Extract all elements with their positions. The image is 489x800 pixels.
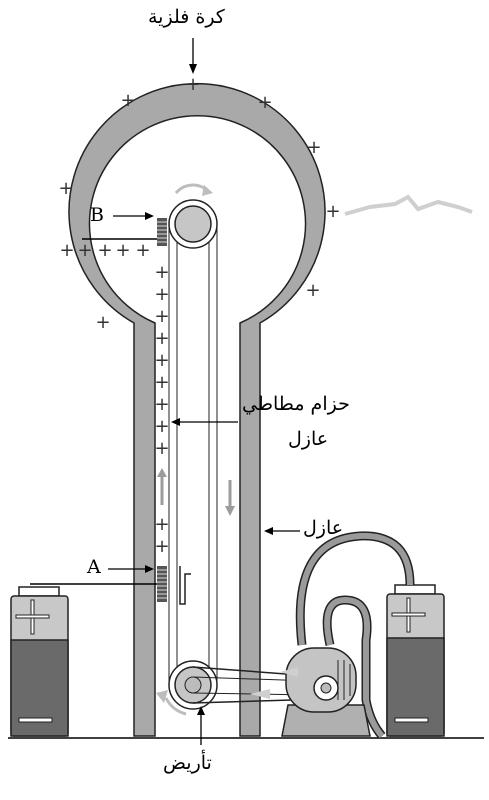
charge-plus: + xyxy=(154,350,169,371)
pointer-arrows xyxy=(108,38,300,745)
brush-a-teeth xyxy=(157,569,167,599)
arrowhead xyxy=(171,418,180,426)
rubber-belt-label: حزام مطاطي xyxy=(242,393,350,415)
charge-plus: + xyxy=(154,438,169,459)
charge-plus: + xyxy=(154,284,169,305)
brush-b-comb xyxy=(157,218,167,246)
charge-plus: + xyxy=(77,240,92,261)
motor-cable xyxy=(324,596,385,738)
motor xyxy=(250,647,371,737)
metal-sphere-label: كرة فلزية xyxy=(148,6,225,28)
charge-plus: + xyxy=(325,201,340,222)
rubber-belt xyxy=(168,224,218,686)
arrowhead xyxy=(264,527,273,535)
top-pulley xyxy=(174,205,212,243)
charge-plus: + xyxy=(154,306,169,327)
metal-sphere xyxy=(68,82,326,737)
charge-plus: + xyxy=(59,240,74,261)
charge-plus: + xyxy=(115,240,130,261)
charge-plus: + xyxy=(97,240,112,261)
arrowhead xyxy=(145,212,154,220)
insulator-label: عازل xyxy=(303,517,344,539)
charge-plus: + xyxy=(154,328,169,349)
charge-plus: + xyxy=(257,92,272,113)
belt-up-arrow xyxy=(157,468,167,505)
bottom-pulley-hub xyxy=(184,676,202,694)
arrowhead xyxy=(189,64,197,74)
charge-plus: + xyxy=(306,137,321,158)
charge-group: + + + + + + + + + + + + + + + + + + + + … xyxy=(58,74,340,557)
motor-rotation-arrow xyxy=(280,667,298,677)
spark xyxy=(344,194,473,216)
charge-plus: + xyxy=(135,240,150,261)
top-rotation-arrowhead xyxy=(202,185,213,196)
ground-label: تأريض xyxy=(163,752,212,774)
charge-plus: + xyxy=(305,280,320,301)
battery-right xyxy=(386,584,445,737)
minus-sign-icon xyxy=(394,717,429,723)
minus-sign-icon xyxy=(18,717,53,723)
power-cable xyxy=(297,532,413,646)
charge-plus: + xyxy=(154,394,169,415)
bottom-rotation-arrowhead xyxy=(156,690,168,703)
belt-down-arrow xyxy=(225,480,235,516)
charge-plus: + xyxy=(154,514,169,535)
charge-plus: + xyxy=(154,416,169,437)
brush-a-comb xyxy=(157,566,167,602)
charge-plus: + xyxy=(120,90,135,111)
point-a-label: A xyxy=(87,556,101,578)
charge-plus: + xyxy=(154,372,169,393)
charge-plus: + xyxy=(95,312,110,333)
arrowhead xyxy=(145,565,154,573)
brush-b-teeth xyxy=(157,221,167,243)
charge-plus: + xyxy=(58,178,73,199)
battery-left xyxy=(10,586,69,737)
charge-plus: + xyxy=(154,536,169,557)
motor-base xyxy=(281,704,371,737)
motor-rotation-arrow xyxy=(250,689,270,699)
point-b-label: B xyxy=(90,204,104,226)
arrowhead xyxy=(197,706,205,715)
belt-insulator-label: عازل xyxy=(288,428,329,450)
charge-plus: + xyxy=(154,262,169,283)
bottom-rotation-arrow xyxy=(164,697,187,716)
bracket xyxy=(179,566,191,605)
charge-plus: + xyxy=(185,74,200,95)
